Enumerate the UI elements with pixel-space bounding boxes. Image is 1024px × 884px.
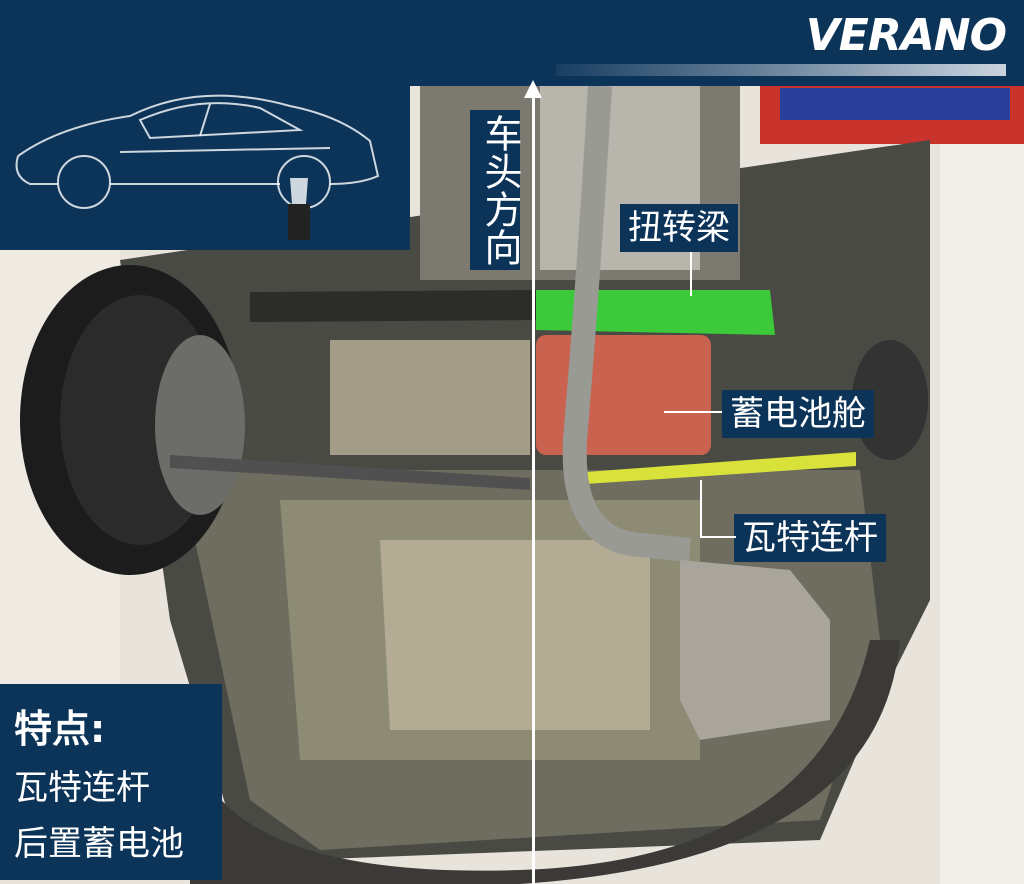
car-outline-icon: [15, 94, 380, 240]
features-title: 特点:: [14, 707, 106, 751]
watts-link-leader-vertical: [700, 480, 702, 538]
car-diagram-panel: [0, 86, 410, 250]
watts-link-leader-horizontal: [700, 536, 736, 538]
torsion-beam-leader: [690, 252, 692, 296]
brand-title: VERANO: [805, 10, 1007, 61]
battery-bay-label: 蓄电池舱: [722, 390, 874, 438]
forward-arrow-icon: [524, 80, 542, 98]
battery-bay-leader: [664, 411, 722, 413]
brand-underline: [556, 64, 1006, 76]
center-axis-line: [532, 92, 535, 884]
torsion-beam-label: 扭转梁: [620, 204, 738, 252]
feature-item: 后置蓄电池: [14, 824, 184, 864]
vehicle-front-direction-label: 车头方向: [470, 110, 522, 270]
feature-item: 瓦特连杆: [14, 768, 150, 808]
features-panel: 特点: 瓦特连杆 后置蓄电池: [0, 684, 222, 880]
watts-link-label: 瓦特连杆: [734, 514, 886, 562]
